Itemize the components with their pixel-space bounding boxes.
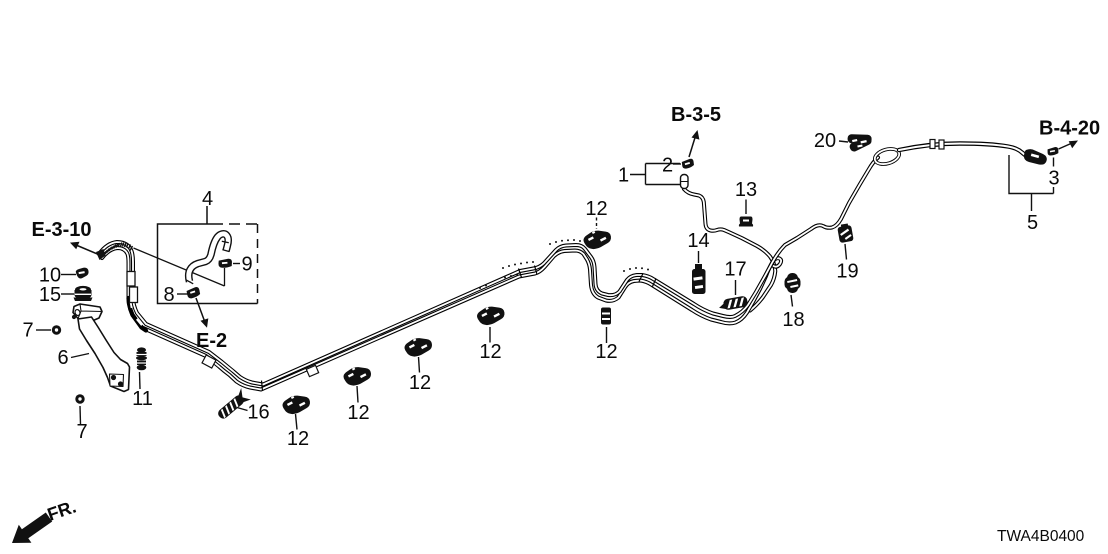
svg-text:12: 12 — [479, 341, 501, 363]
svg-text:15: 15 — [39, 284, 61, 306]
svg-text:10: 10 — [39, 265, 61, 287]
svg-text:2: 2 — [662, 155, 673, 177]
svg-text:B-4-20: B-4-20 — [1039, 118, 1100, 140]
svg-text:12: 12 — [287, 428, 309, 450]
svg-text:13: 13 — [735, 179, 757, 201]
svg-text:18: 18 — [782, 309, 804, 331]
svg-text:14: 14 — [687, 230, 709, 252]
svg-text:11: 11 — [132, 388, 153, 410]
svg-text:8: 8 — [163, 284, 174, 306]
svg-text:6: 6 — [57, 347, 68, 369]
svg-text:12: 12 — [409, 372, 431, 394]
svg-text:E-2: E-2 — [196, 330, 227, 352]
svg-text:7: 7 — [76, 421, 87, 443]
svg-text:3: 3 — [1048, 168, 1059, 190]
svg-text:12: 12 — [595, 341, 617, 363]
svg-text:E-3-10: E-3-10 — [32, 219, 92, 241]
svg-text:17: 17 — [724, 259, 746, 281]
svg-text:20: 20 — [814, 130, 836, 152]
svg-text:9: 9 — [241, 254, 252, 276]
svg-text:B-3-5: B-3-5 — [671, 104, 721, 126]
svg-text:5: 5 — [1027, 212, 1038, 234]
svg-text:TWA4B0400: TWA4B0400 — [997, 528, 1085, 545]
svg-text:12: 12 — [585, 198, 607, 220]
svg-text:7: 7 — [22, 320, 33, 342]
svg-text:4: 4 — [202, 188, 213, 210]
svg-text:1: 1 — [618, 165, 629, 187]
svg-text:12: 12 — [347, 402, 369, 424]
svg-text:16: 16 — [247, 402, 269, 424]
svg-text:19: 19 — [836, 261, 858, 283]
svg-text:FR.: FR. — [45, 496, 79, 524]
